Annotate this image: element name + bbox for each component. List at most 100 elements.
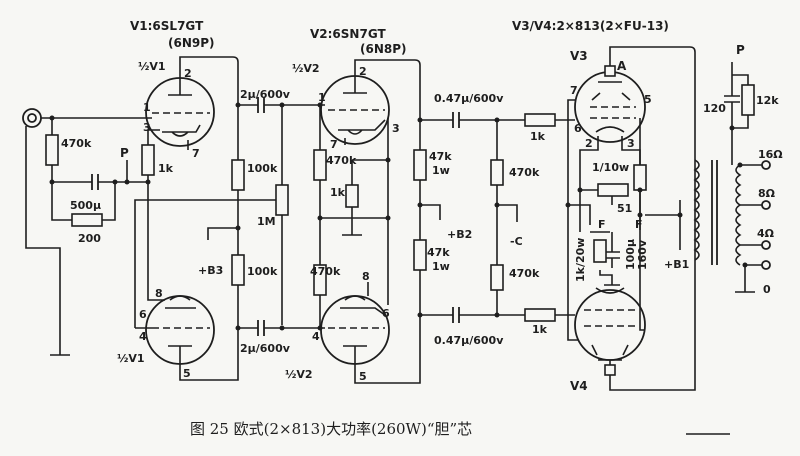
resistor-47k-bottom bbox=[413, 239, 427, 271]
resistor-470k-v2-bottom bbox=[313, 264, 327, 296]
pin-label: 3 bbox=[627, 137, 635, 150]
pin-label: 2 bbox=[585, 137, 593, 150]
tube-v1-top bbox=[145, 56, 239, 160]
v4-label: V4 bbox=[570, 379, 588, 393]
v3-anode-label: A bbox=[617, 59, 627, 73]
interstage-1 bbox=[134, 97, 325, 336]
input-jack bbox=[22, 108, 152, 356]
resistor-100k-top bbox=[231, 159, 245, 191]
pin-label: 1 bbox=[143, 101, 151, 114]
r-470k-v2b-label: 470k bbox=[310, 265, 341, 278]
tube-v2 bbox=[313, 59, 421, 384]
r-100k-bottom-label: 100k bbox=[247, 265, 278, 278]
r-47k-bottom-label: 47k bbox=[427, 246, 450, 259]
v2-title: V2:6SN7GT bbox=[310, 27, 386, 41]
resistor-470k-v2 bbox=[313, 149, 327, 181]
r-1k-v2-label: 1k bbox=[330, 186, 346, 199]
output-tubes bbox=[565, 46, 696, 391]
c-bottom1-label: 2µ/600v bbox=[240, 342, 291, 355]
tap-8-label: 8Ω bbox=[758, 187, 776, 200]
b3-label: +B3 bbox=[198, 264, 223, 277]
pin-label: 4 bbox=[312, 330, 320, 343]
pin-label: 4 bbox=[139, 330, 147, 343]
c-100u-label: 100µ bbox=[624, 239, 637, 270]
resistor-470k-bottom bbox=[490, 264, 504, 291]
pin-label: 5 bbox=[183, 367, 191, 380]
b2-label: +B2 bbox=[447, 228, 472, 241]
c-160v-label: 160v bbox=[636, 239, 649, 270]
resistor-200 bbox=[71, 213, 103, 227]
resistor-47k-top bbox=[413, 149, 427, 181]
r-100k-top-label: 100k bbox=[247, 162, 278, 175]
half-v2-top-label: ½V2 bbox=[292, 62, 320, 75]
r-47k-top-watt-label: 1w bbox=[432, 164, 450, 177]
bias-label: -C bbox=[510, 235, 523, 248]
c-bottom2-label: 0.47µ/600v bbox=[434, 334, 504, 347]
pin-label: 2 bbox=[184, 67, 192, 80]
potentiometer-1m bbox=[275, 184, 289, 216]
pin-label: 7 bbox=[570, 84, 578, 97]
r-in-label: 470k bbox=[61, 137, 92, 150]
interstage-2 bbox=[413, 112, 575, 323]
filament-f2-label: F bbox=[635, 218, 643, 231]
r-cathode1-label: 1k bbox=[158, 162, 174, 175]
tap-16-label: 16Ω bbox=[758, 148, 783, 161]
tap-4-label: 4Ω bbox=[757, 227, 775, 240]
c-120-label: 120 bbox=[703, 102, 726, 115]
resistor-470k-top bbox=[490, 159, 504, 186]
resistor-1-10w bbox=[633, 164, 647, 191]
half-v1-top-label: ½V1 bbox=[138, 60, 166, 73]
pot-1m-label: 1M bbox=[257, 215, 276, 228]
r-470k-bottom3-label: 470k bbox=[509, 267, 540, 280]
labels: V1:6SL7GT (6N9P) V2:6SN7GT (6N8P) V3/V4:… bbox=[61, 19, 783, 438]
pin-label: 7 bbox=[192, 147, 200, 160]
tube-v1-bottom bbox=[135, 285, 239, 381]
resistor-1k-cathode bbox=[141, 144, 155, 176]
input-network bbox=[45, 115, 165, 301]
v2-alt-title: (6N8P) bbox=[360, 42, 407, 56]
pin-label: 6 bbox=[382, 307, 390, 320]
c-500-label: 500µ bbox=[70, 199, 101, 212]
r-47k-bottom-watt-label: 1w bbox=[432, 260, 450, 273]
resistor-1k-20w bbox=[593, 239, 607, 263]
v1-title: V1:6SL7GT bbox=[130, 19, 204, 33]
r-47k-top-label: 47k bbox=[429, 150, 452, 163]
tap-0-label: 0 bbox=[763, 283, 771, 296]
output-transformer bbox=[693, 62, 771, 293]
c-top2-label: 0.47µ/600v bbox=[434, 92, 504, 105]
resistor-1k-v2 bbox=[345, 184, 359, 208]
half-v2-bottom-label: ½V2 bbox=[285, 368, 313, 381]
pin-label: 1 bbox=[318, 91, 326, 104]
resistor-470k bbox=[45, 134, 59, 166]
r-470k-top3-label: 470k bbox=[509, 166, 540, 179]
figure-caption: 图 25 欧式(2×813)大功率(260W)“胆”芯 bbox=[190, 420, 472, 438]
pin-label: 6 bbox=[139, 308, 147, 321]
r-1-10w-label: 1/10w bbox=[592, 161, 629, 174]
r-470k-v2-label: 470k bbox=[326, 154, 357, 167]
pin-label: 3 bbox=[143, 121, 151, 134]
pin-label: 7 bbox=[330, 138, 338, 151]
pin-label: 3 bbox=[392, 122, 400, 135]
resistor-1k-grid-bottom bbox=[524, 308, 556, 322]
b1-label: +B1 bbox=[664, 258, 689, 271]
pin-label: 5 bbox=[644, 93, 652, 106]
potentiometer-51 bbox=[597, 183, 629, 197]
r-1k20w-label: 1k/20w bbox=[574, 238, 587, 282]
pin-label: 5 bbox=[359, 370, 367, 383]
pin-label: 8 bbox=[155, 287, 163, 300]
c-top1-label: 2µ/600v bbox=[240, 88, 291, 101]
r-200-label: 200 bbox=[78, 232, 101, 245]
pot-51-label: 51 bbox=[617, 202, 632, 215]
v3-label: V3 bbox=[570, 49, 588, 63]
resistor-1k-grid-top bbox=[524, 113, 556, 127]
resistor-100k-bottom bbox=[231, 254, 245, 286]
pin-label: 8 bbox=[362, 270, 370, 283]
r-12k-label: 12k bbox=[756, 94, 779, 107]
pin-label: 6 bbox=[574, 122, 582, 135]
resistor-12k bbox=[741, 84, 755, 116]
half-v1-bottom-label: ½V1 bbox=[117, 352, 145, 365]
p-left-label: P bbox=[120, 146, 129, 160]
v3v4-title: V3/V4:2×813(2×FU-13) bbox=[512, 19, 669, 33]
